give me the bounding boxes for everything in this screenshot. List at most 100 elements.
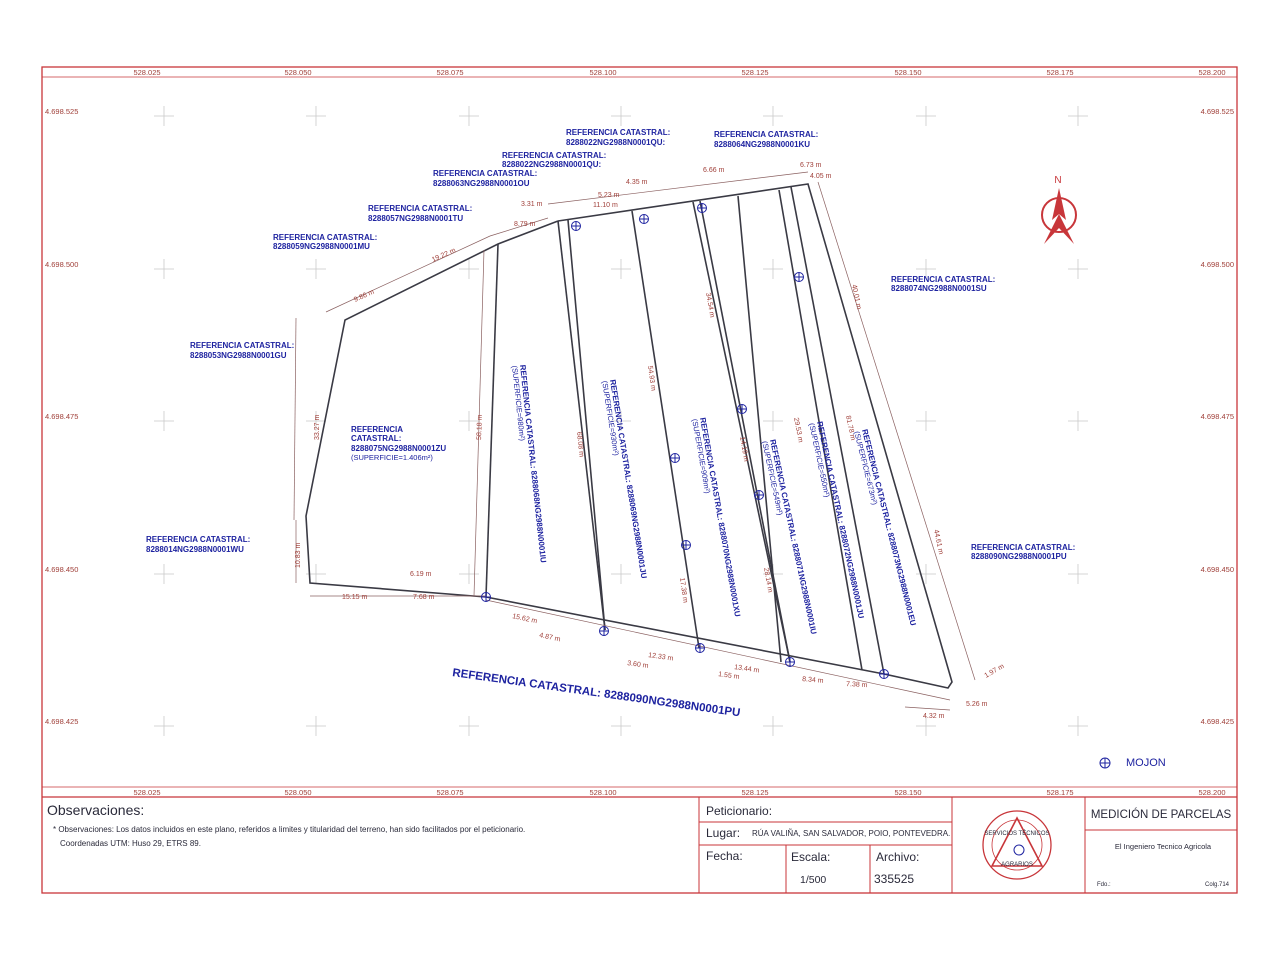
dimension-label: 33.27 m	[314, 415, 321, 440]
grid-cross	[1068, 564, 1088, 584]
strip-line	[567, 219, 606, 631]
mojon-marker	[639, 214, 649, 224]
coordinates-note: Coordenadas UTM: Huso 29, ETRS 89.	[60, 839, 201, 848]
grid-cross	[916, 716, 936, 736]
dimension-label: 15.15 m	[342, 594, 367, 601]
north-arrow: N	[1041, 175, 1077, 244]
grid-cross	[916, 106, 936, 126]
grid-y-label: 4.698.475	[1201, 412, 1234, 421]
mojon-marker	[481, 592, 491, 602]
mojon-marker	[681, 540, 691, 550]
dimension-label: 9.86 m	[353, 289, 376, 304]
dimension-label: 6.73 m	[800, 162, 822, 169]
grid-x-label: 528.150	[894, 68, 921, 77]
strip-line	[737, 195, 782, 663]
grid-x-label: 528.100	[589, 788, 616, 797]
dimension-lines	[293, 171, 976, 711]
dimension-label: 6.19 m	[410, 571, 432, 578]
dimension-label: 1.55 m	[718, 671, 740, 681]
neighbor-ref-code: 8288064NG2988N0001KU	[714, 140, 810, 149]
grid-x-labels-bottom: 528.025 528.050 528.075 528.100 528.125 …	[133, 788, 1225, 797]
neighbor-ref-label: REFERENCIA CATASTRAL:	[190, 341, 294, 350]
neighbor-ref-code: 8288022NG2988N0001QU:	[502, 160, 601, 169]
dimension-label: 1.97 m	[984, 663, 1006, 680]
grid-cross	[611, 259, 631, 279]
grid-cross	[154, 716, 174, 736]
grid-y-label: 4.698.500	[1201, 260, 1234, 269]
dimension-label: 15.62 m	[512, 613, 538, 625]
project-title: MEDICIÓN DE PARCELAS	[1091, 808, 1232, 821]
neighbor-ref-label: REFERENCIA CATASTRAL:	[502, 151, 606, 160]
dimension-label: 68.08 m	[575, 431, 585, 457]
grid-cross	[611, 716, 631, 736]
neighbor-ref-label: REFERENCIA CATASTRAL:	[146, 535, 250, 544]
dimension-label: 12.33 m	[648, 652, 674, 662]
dimension-label: 10.83 m	[295, 543, 302, 568]
dimension-label: 6.66 m	[703, 167, 725, 174]
archivo-label: Archivo:	[876, 850, 919, 864]
neighbor-ref-label: REFERENCIA CATASTRAL:	[566, 128, 670, 137]
grid-x-label: 528.025	[133, 788, 160, 797]
dimension-label: 4.32 m	[923, 713, 945, 720]
observaciones-text: * Observaciones: Los datos incluidos en …	[53, 825, 525, 834]
grid-y-label: 4.698.425	[45, 717, 78, 726]
grid-x-label: 528.025	[133, 68, 160, 77]
dimension-label: 40.01 m	[850, 284, 862, 310]
dimension-label: 8.34 m	[802, 676, 824, 685]
grid-x-label: 528.175	[1046, 788, 1073, 797]
grid-x-label: 528.200	[1198, 68, 1225, 77]
neighbor-ref-label: REFERENCIA CATASTRAL:	[714, 130, 818, 139]
dimension-label: 54.93 m	[646, 365, 656, 391]
neighbor-ref-code: 8288022NG2988N0001QU:	[566, 138, 665, 147]
grid-cross	[763, 411, 783, 431]
grid-cross	[1068, 411, 1088, 431]
title-block: Observaciones: * Observaciones: Los dato…	[47, 797, 1237, 893]
grid-x-label: 528.075	[436, 68, 463, 77]
dimension-label: 29.53 m	[792, 417, 804, 443]
neighbor-ref-code: 8288063NG2988N0001OU	[433, 179, 530, 188]
mojon-marker	[754, 490, 764, 500]
dimension-label: 19.22 m	[431, 247, 457, 264]
grid-cross	[306, 259, 326, 279]
grid-cross	[459, 411, 479, 431]
main-parcel-label: REFERENCIA CATASTRAL: 8288075NG2988N0001…	[351, 425, 446, 462]
drawing-frame	[41, 66, 1238, 894]
strip-line	[485, 243, 499, 598]
north-letter: N	[1054, 175, 1061, 186]
grid-cross	[763, 716, 783, 736]
dimension-label: 58.18 m	[476, 414, 484, 440]
strip-line	[699, 200, 791, 663]
engineer-label: El Ingeniero Tecnico Agricola	[1115, 842, 1212, 851]
grid-x-label: 528.100	[589, 68, 616, 77]
main-parcel-code: 8288075NG2988N0001ZU	[351, 444, 446, 453]
grid-cross	[763, 106, 783, 126]
neighbor-ref-label: REFERENCIA CATASTRAL:	[273, 233, 377, 242]
grid-cross	[154, 411, 174, 431]
grid-cross	[1068, 106, 1088, 126]
strip-labels: REFERENCIA CATASTRAL: 8288068NG2988N0001…	[510, 364, 918, 635]
dimension-label: 13.44 m	[734, 664, 760, 674]
dimension-label: 5.23 m	[598, 192, 620, 199]
grid-cross	[459, 259, 479, 279]
dimension-label: 4.05 m	[810, 173, 832, 180]
grid-cross	[611, 411, 631, 431]
neighbor-ref-code: 8288057NG2988N0001TU	[368, 214, 463, 223]
legend: MOJON	[1099, 757, 1166, 769]
dimension-label: 14.19 m	[738, 436, 749, 462]
mojon-marker	[571, 221, 581, 231]
neighbor-ref-code: 8288090NG2988N0001PU	[971, 552, 1067, 561]
parcel-boundaries	[305, 183, 953, 689]
grid-cross	[459, 564, 479, 584]
neighbor-ref-code: 8288053NG2988N0001GU	[190, 351, 287, 360]
archivo-value: 335525	[874, 872, 914, 886]
grid-cross	[763, 259, 783, 279]
grid-y-label: 4.698.525	[1201, 107, 1234, 116]
grid-cross	[154, 564, 174, 584]
grid-x-label: 528.125	[741, 68, 768, 77]
grid-x-label: 528.200	[1198, 788, 1225, 797]
mojon-icon	[1099, 757, 1111, 769]
dimension-label: 3.60 m	[627, 660, 649, 670]
grid-y-label: 4.698.475	[45, 412, 78, 421]
neighbor-ref-code: 8288014NG2988N0001WU	[146, 545, 244, 554]
grid-x-labels-top: 528.025 528.050 528.075 528.100 528.125 …	[133, 68, 1225, 77]
